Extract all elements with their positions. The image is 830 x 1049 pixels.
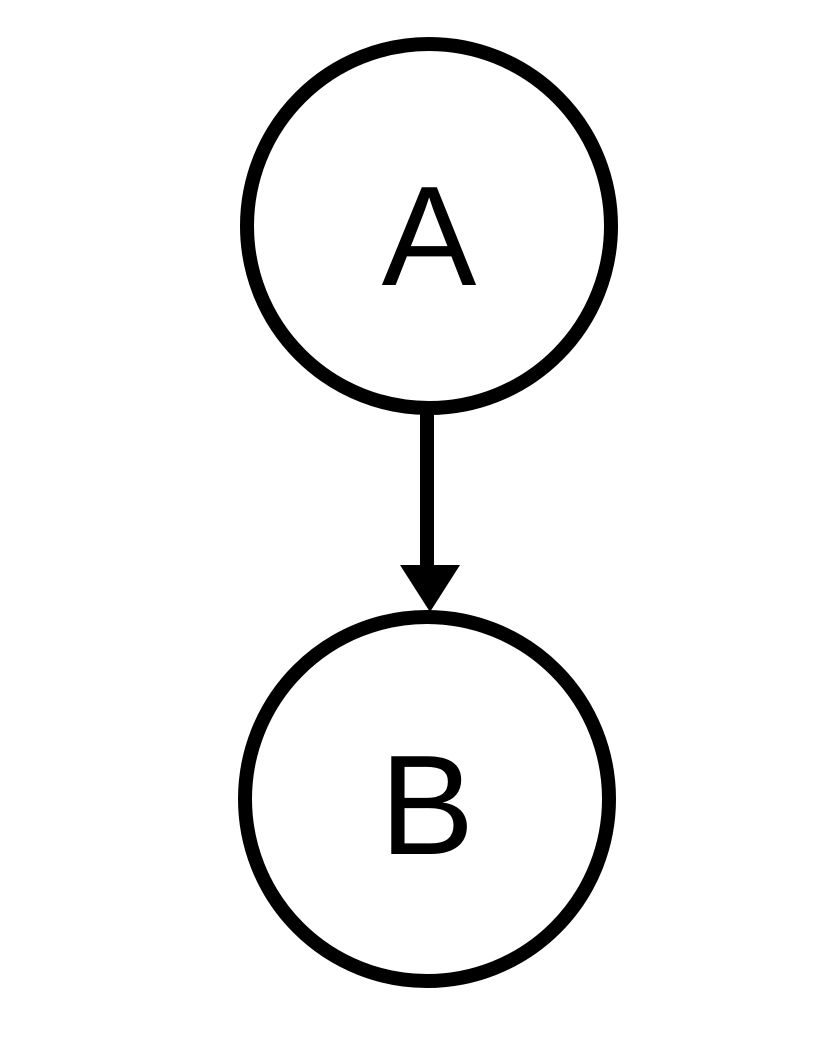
node-a-circle[interactable]	[240, 37, 618, 415]
edge-a-to-b[interactable]	[400, 408, 460, 612]
node-a-label: A	[382, 157, 477, 316]
node-b-circle[interactable]	[238, 610, 616, 988]
arrowhead-icon	[400, 565, 460, 612]
node-a[interactable]: A	[240, 37, 618, 415]
node-b[interactable]: B	[238, 610, 616, 988]
node-b-label: B	[380, 726, 475, 885]
